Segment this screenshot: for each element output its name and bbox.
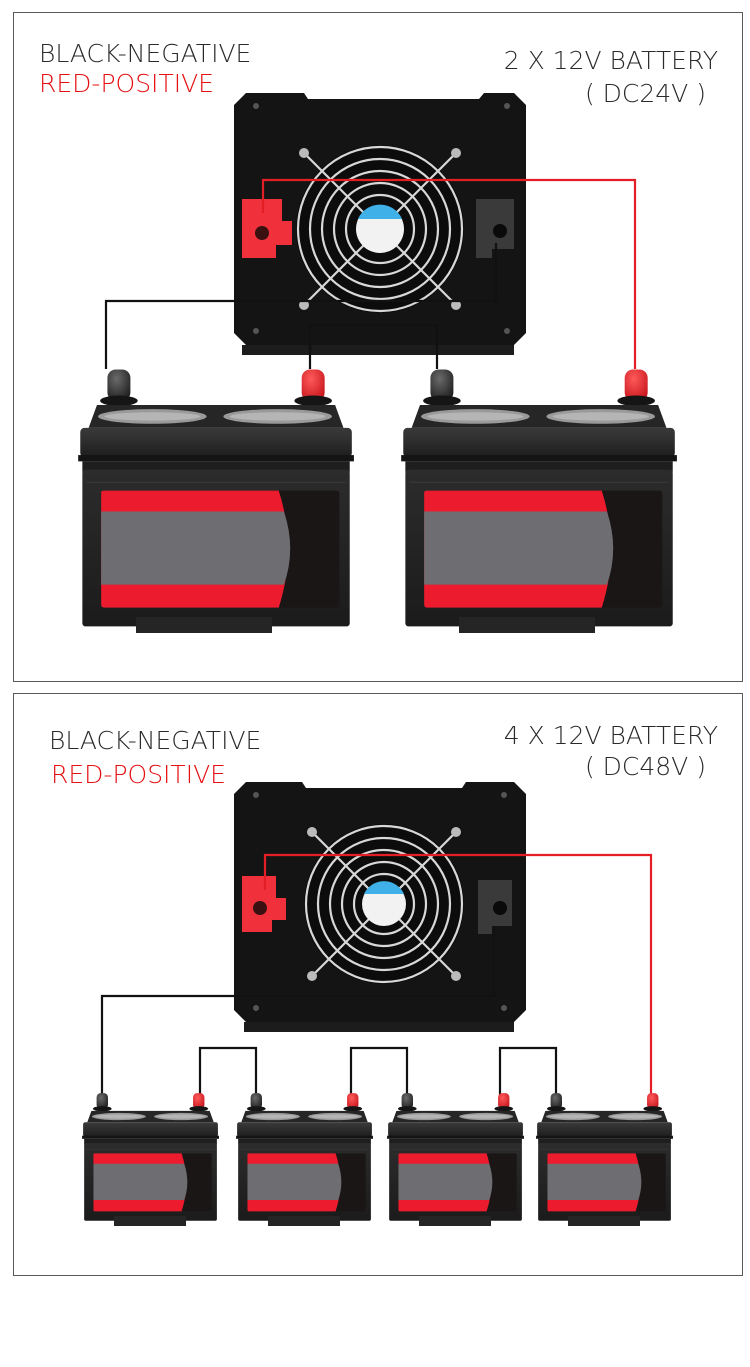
battery-icon	[535, 1092, 674, 1222]
positive-wire	[263, 853, 653, 1096]
legend-positive: RED-POSITIVE	[39, 69, 214, 98]
black-terminal-icon	[476, 199, 514, 258]
positive-wire	[261, 178, 637, 369]
legend-negative: BLACK-NEGATIVE	[39, 39, 252, 68]
cooling-fan-icon	[304, 824, 464, 984]
battery-icon	[235, 1092, 374, 1222]
battery-icon	[77, 368, 355, 627]
battery-config-title: 4 X 12V BATTERY	[503, 721, 718, 750]
battery-icon	[386, 1092, 525, 1222]
wiring-diagram-48v	[81, 782, 674, 1226]
red-terminal-icon	[242, 876, 286, 932]
legend-negative: BLACK-NEGATIVE	[49, 726, 262, 755]
negative-wire	[104, 243, 498, 369]
bridge-wire	[308, 323, 439, 369]
wiring-diagram-24v	[77, 93, 678, 633]
bridge-wire	[349, 1046, 409, 1096]
battery-config-title: 2 X 12V BATTERY	[503, 46, 718, 75]
wiring-panel-24v: BLACK-NEGATIVE RED-POSITIVE 2 X 12V BATT…	[13, 12, 743, 682]
bridge-wire	[498, 1046, 558, 1096]
inverter-icon	[234, 782, 526, 1032]
legend-positive: RED-POSITIVE	[51, 760, 226, 789]
battery-icon	[400, 368, 678, 627]
red-terminal-icon	[242, 199, 292, 258]
inverter-icon	[234, 93, 526, 355]
negative-wire	[100, 926, 496, 1096]
battery-icon	[81, 1092, 220, 1222]
bridge-wire	[198, 1046, 258, 1096]
black-terminal-icon	[478, 880, 512, 934]
battery-config-voltage: ( DC48V )	[584, 752, 706, 781]
battery-config-voltage: ( DC24V )	[584, 79, 706, 108]
wiring-panel-48v: BLACK-NEGATIVE RED-POSITIVE 4 X 12V BATT…	[13, 693, 743, 1276]
cooling-fan-icon	[296, 145, 464, 313]
